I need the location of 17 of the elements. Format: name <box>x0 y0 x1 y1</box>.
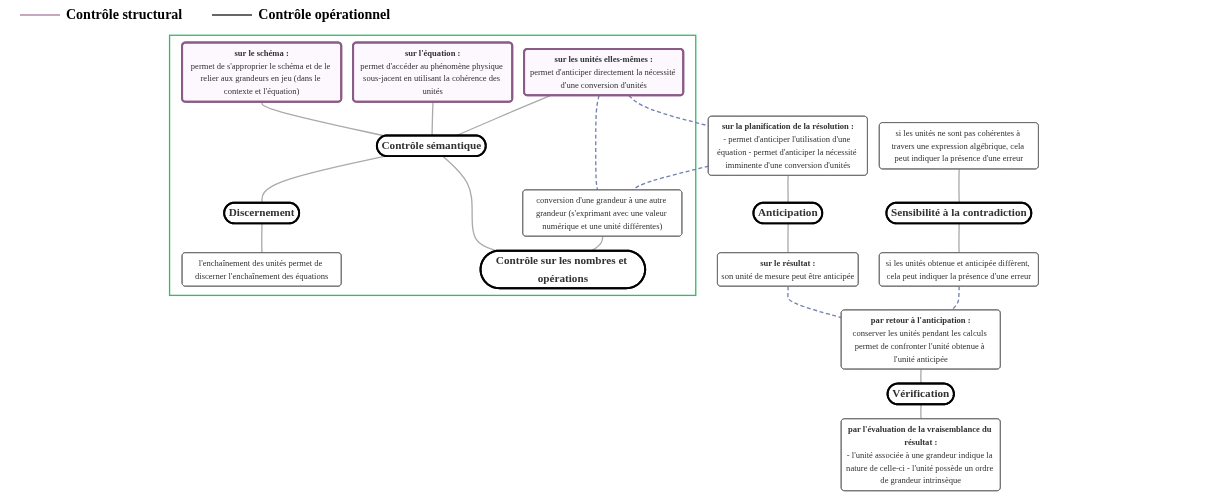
connector <box>632 165 710 191</box>
connector <box>261 223 263 254</box>
connector <box>261 155 386 204</box>
connector <box>920 403 922 420</box>
connector <box>595 94 600 191</box>
connector <box>591 235 604 252</box>
connector <box>951 285 960 311</box>
cluster <box>168 34 697 297</box>
connector <box>958 168 960 204</box>
connector <box>431 101 434 137</box>
connector <box>787 223 789 254</box>
legend-label: Contrôle opérationnel <box>258 7 391 23</box>
connector <box>920 368 922 385</box>
connector <box>787 285 843 319</box>
legend-label: Contrôle structural <box>66 7 183 23</box>
connector <box>787 175 789 204</box>
connector <box>958 223 960 254</box>
